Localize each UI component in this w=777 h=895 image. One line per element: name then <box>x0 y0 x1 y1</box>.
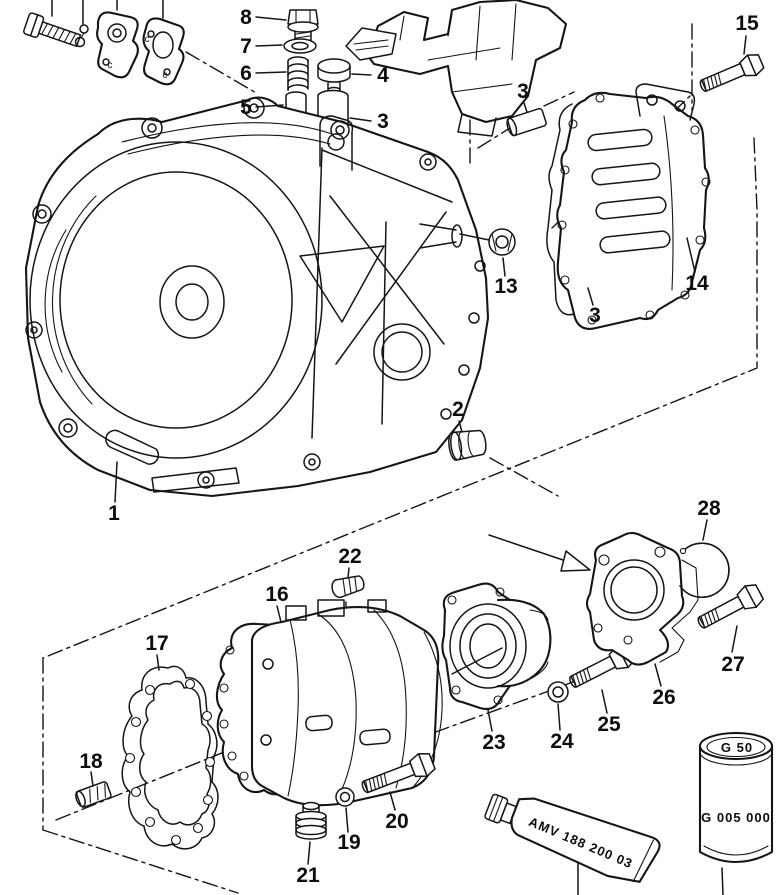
oil-spec-can: G 50 G 005 000 <box>698 731 774 863</box>
washer-19 <box>335 787 355 807</box>
callout-6: 6 <box>240 62 252 85</box>
callout-1: 1 <box>108 502 120 525</box>
callout-28: 28 <box>697 497 721 520</box>
callout-25: 25 <box>597 713 621 736</box>
plug-21 <box>295 801 327 840</box>
snap-ring-28 <box>679 542 730 598</box>
callout-26: 26 <box>652 686 675 709</box>
bolt-20 <box>361 752 436 794</box>
callout-2: 2 <box>452 398 464 421</box>
callout-19: 19 <box>337 831 360 854</box>
casting-mark: c <box>145 34 150 45</box>
callout-16: 16 <box>265 583 288 606</box>
spring-6 <box>287 56 309 91</box>
plug-2 <box>448 429 487 461</box>
flange-cover-26 <box>585 531 699 666</box>
callout-18: 18 <box>79 750 103 773</box>
bolt-15 <box>699 54 765 92</box>
retaining-clip <box>74 24 89 48</box>
callout-17: 17 <box>145 632 168 655</box>
sealant-tube: AMV 188 200 03 <box>484 793 661 883</box>
bracket-plate-front: c <box>96 11 139 79</box>
dowel-pin-3-upper <box>506 107 547 137</box>
callout-23: 23 <box>482 731 505 754</box>
callout-21: 21 <box>296 864 320 887</box>
transmission-housing-1 <box>24 96 490 498</box>
mount-bolt <box>23 12 82 48</box>
callout-14: 14 <box>685 272 709 295</box>
oil-can-body-label: G 005 000 <box>701 810 771 825</box>
callout-24: 24 <box>550 730 574 753</box>
callout-22: 22 <box>338 545 361 568</box>
callout-3b: 3 <box>517 80 529 103</box>
callout-20: 20 <box>385 810 408 833</box>
callout-4: 4 <box>377 64 389 87</box>
callouts: 8 7 6 5 4 3 15 3 13 14 3 2 1 22 16 17 18… <box>79 6 759 887</box>
selector-bracket <box>345 0 568 137</box>
top-left-fastener-group: c c c <box>23 0 185 86</box>
gasket-17 <box>121 665 219 850</box>
plug-22 <box>331 575 365 599</box>
output-hub-23 <box>441 582 552 711</box>
callout-13: 13 <box>494 275 517 298</box>
plug-screw-8 <box>287 9 319 46</box>
callout-8: 8 <box>240 6 252 29</box>
washer-24 <box>547 681 569 703</box>
gear-carrier-housing-16 <box>215 599 443 807</box>
casting-mark: c <box>163 70 168 81</box>
bracket-plate-rear: c c <box>142 17 185 86</box>
callout-15: 15 <box>735 12 759 35</box>
callout-27: 27 <box>721 653 744 676</box>
casting-mark: c <box>108 60 113 71</box>
callout-3c: 3 <box>589 304 601 327</box>
callout-7: 7 <box>240 35 252 58</box>
cover-gasket <box>546 103 575 316</box>
cap-4 <box>317 58 351 94</box>
highlight-arrow <box>488 534 591 572</box>
bolt-27 <box>697 584 764 629</box>
callout-5: 5 <box>240 96 252 119</box>
seal-washer-7 <box>283 38 317 54</box>
dowel-pin-18 <box>75 781 112 808</box>
callout-3a: 3 <box>377 110 389 133</box>
oil-can-top-label: G 50 <box>721 740 753 755</box>
selector-fork <box>345 27 397 61</box>
end-cover-14 <box>556 83 711 330</box>
nut-13 <box>459 228 516 256</box>
